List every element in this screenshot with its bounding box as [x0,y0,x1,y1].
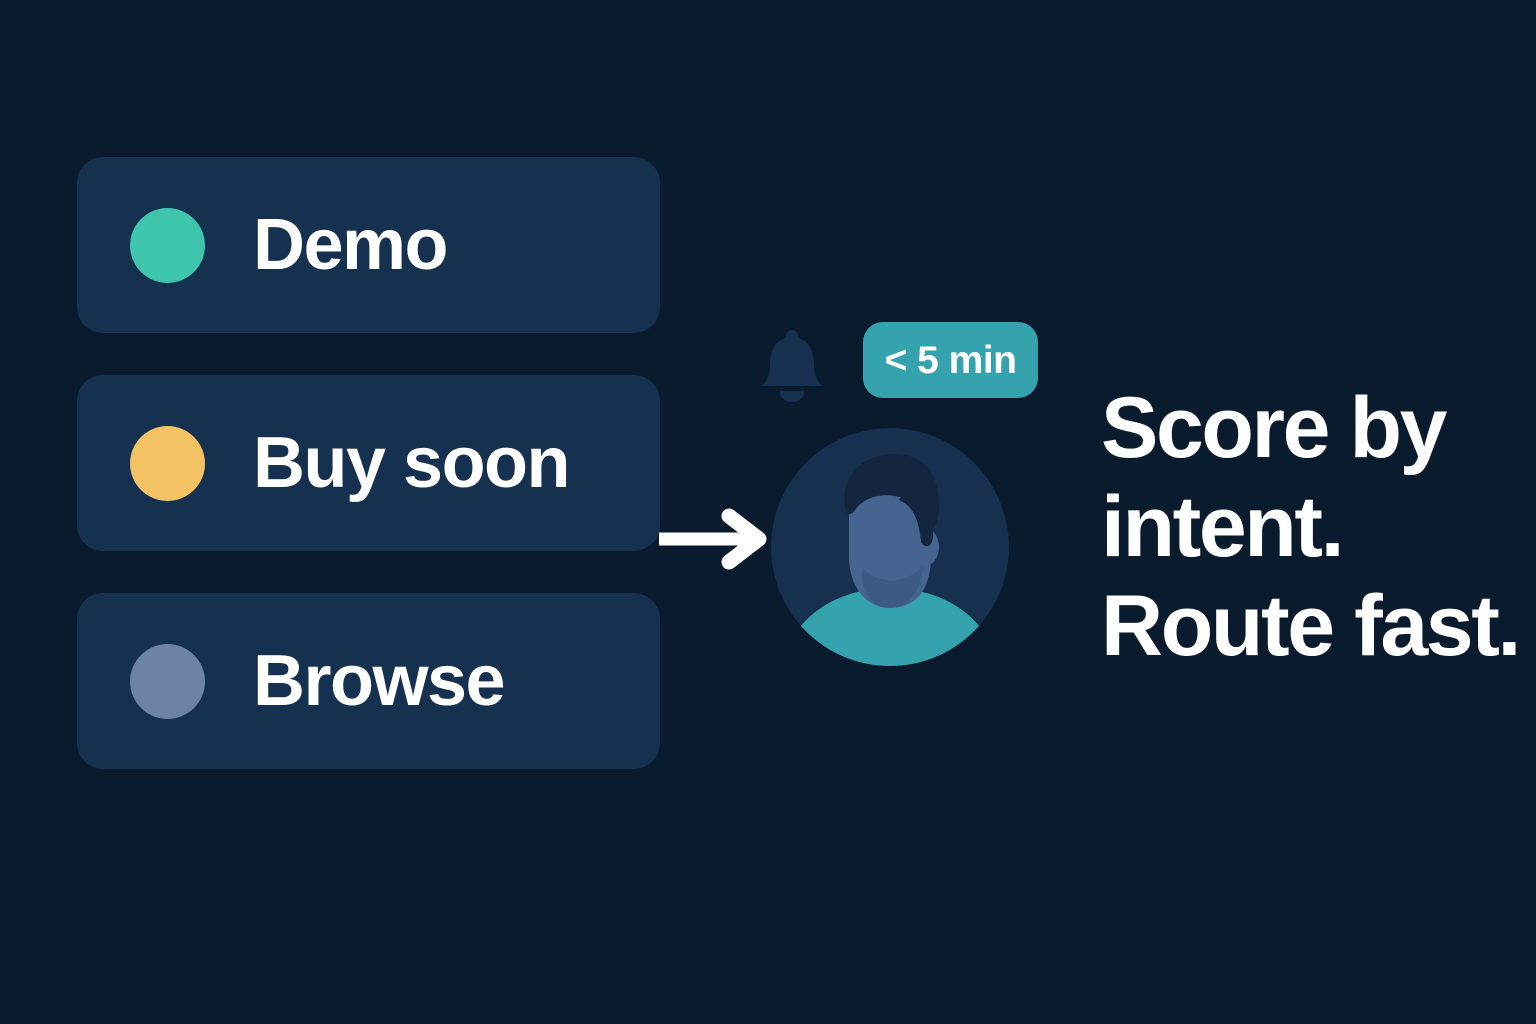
status-dot-icon [130,643,205,719]
intent-card-label: Demo [253,205,449,285]
intent-card-buy-soon[interactable]: Buy soon [77,375,660,551]
status-dot-icon [130,207,205,283]
sla-badge: < 5 min [863,322,1038,398]
sla-badge-label: < 5 min [884,338,1017,382]
intent-card-browse[interactable]: Browse [77,593,660,769]
intent-card-label: Buy soon [253,423,571,503]
intent-card-demo[interactable]: Demo [77,157,660,333]
status-dot-icon [130,425,205,501]
person-avatar-icon [771,428,1009,666]
headline-line-3: Route fast. [1101,578,1521,674]
bell-icon [762,330,822,402]
headline-line-1: Score by [1101,380,1447,476]
intent-card-list: Demo Buy soon Browse [77,157,660,769]
intent-card-label: Browse [253,641,506,721]
headline-line-2: intent. [1101,479,1345,575]
arrow-right-icon [659,508,767,570]
headline: Score by intent. Route fast. [1101,379,1531,676]
